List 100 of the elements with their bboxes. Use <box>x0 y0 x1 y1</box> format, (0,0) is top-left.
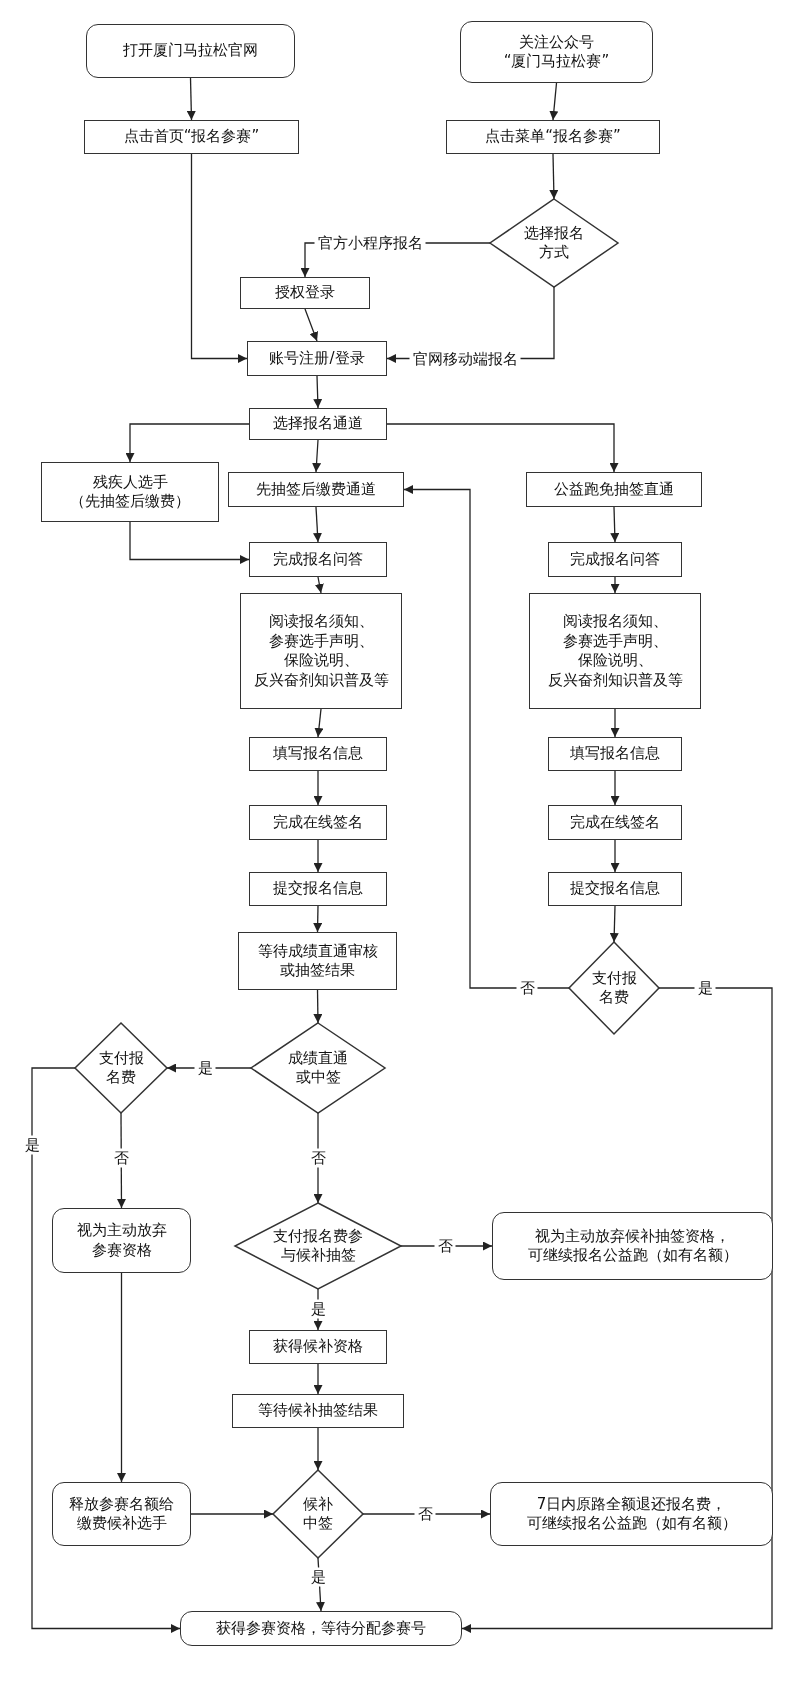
process-box <box>84 120 299 154</box>
process-box <box>228 472 404 507</box>
connector-arrow <box>313 1363 323 1395</box>
process-box <box>238 932 397 990</box>
rounded-box <box>52 1208 191 1273</box>
connector-arrow <box>313 770 323 806</box>
decision-diamond <box>273 1470 363 1558</box>
connector-arrow <box>549 153 559 200</box>
process-box <box>548 872 682 906</box>
edge-label: 是 <box>194 1058 216 1078</box>
process-box <box>249 542 387 577</box>
connector-arrow <box>117 1272 126 1483</box>
edge-label: 否 <box>516 978 538 998</box>
rounded-box <box>86 24 295 78</box>
process-box <box>249 737 387 771</box>
connector-arrow <box>461 987 773 1633</box>
box-text: 授权登录 <box>275 283 335 303</box>
connector-arrow <box>313 839 323 873</box>
process-box <box>232 1394 404 1428</box>
connector-arrow <box>610 839 620 873</box>
connector-arrow <box>610 708 620 738</box>
connector-arrow <box>609 905 619 943</box>
connector-arrow <box>190 1509 274 1519</box>
box-text: 公益跑免抽签直通 <box>554 479 674 500</box>
box-text: 阅读报名须知、参赛选手声明、保险说明、反兴奋剂知识普及等 <box>546 612 684 690</box>
connector-arrow <box>549 82 559 121</box>
connector-arrow <box>125 423 250 463</box>
connector-arrow <box>313 375 323 409</box>
connector-arrow <box>313 989 323 1024</box>
rounded-box <box>490 1482 773 1546</box>
box-text: 先抽签后缴费通道 <box>256 479 376 500</box>
box-text: 提交报名信息 <box>273 879 363 899</box>
process-box <box>548 805 682 840</box>
box-text: 7日内原路全额退还报名费，可继续报名公益跑（如有名额） <box>525 1494 738 1534</box>
connector-arrow <box>403 485 570 989</box>
connector-arrow <box>400 1241 493 1251</box>
process-box <box>249 872 387 906</box>
edge-label: 否 <box>434 1236 456 1256</box>
box-text: 选择报名方式 <box>523 223 585 263</box>
connector-arrow <box>386 423 619 473</box>
box-text: 支付报名费 <box>97 1048 145 1088</box>
box-text: “厦门马拉松赛” <box>503 52 610 72</box>
connector-arrow <box>610 770 620 806</box>
box-text: 获得参赛资格，等待分配参赛号 <box>216 1618 426 1639</box>
process-box <box>548 737 682 771</box>
box-text: 成绩直通或中签 <box>287 1048 349 1088</box>
connector-arrow <box>314 576 324 594</box>
decision-diamond <box>75 1023 167 1113</box>
box-text: 获得候补资格 <box>273 1337 363 1357</box>
rounded-box <box>52 1482 191 1546</box>
edge-label: 是 <box>694 978 716 998</box>
connector-arrow <box>129 521 250 564</box>
rounded-box <box>180 1611 462 1646</box>
box-text: 释放参赛名额给缴费候补选手 <box>68 1494 175 1534</box>
box-text: 点击首页“报名参赛” <box>123 127 260 147</box>
decision-diamond <box>235 1203 401 1289</box>
connector-arrow <box>313 1112 323 1204</box>
box-text: 残疾人选手（先抽签后缴费） <box>69 472 191 512</box>
box-text: 完成报名问答 <box>273 549 363 570</box>
process-box <box>249 805 387 840</box>
box-text: 等待成绩直通审核或抽签结果 <box>256 941 379 981</box>
box-text: 完成在线签名 <box>570 812 660 833</box>
connector-arrow <box>313 905 323 933</box>
box-text: 填写报名信息 <box>273 744 363 764</box>
process-box <box>446 120 660 154</box>
box-text: 完成在线签名 <box>273 812 363 833</box>
process-box <box>529 593 701 709</box>
edge-label: 官方小程序报名 <box>314 233 426 253</box>
process-box <box>240 277 370 309</box>
connector-arrow <box>304 308 319 342</box>
decision-diamond <box>490 199 618 287</box>
box-text: 打开厦门马拉松官网 <box>123 41 258 61</box>
box-text: 点击菜单“报名参赛” <box>485 127 621 147</box>
process-box <box>249 1330 387 1364</box>
box-text: 支付报名费参与候补抽签 <box>272 1226 364 1266</box>
connector-arrow <box>186 77 196 121</box>
connector-arrow <box>313 506 322 543</box>
box-text: 关注公众号 <box>519 32 594 52</box>
box-text: 视为主动放弃候补抽签资格，可继续报名公益跑（如有名额） <box>526 1226 739 1266</box>
box-text: 填写报名信息 <box>570 744 660 764</box>
connector-arrow <box>190 153 248 363</box>
connector-arrow <box>610 576 620 594</box>
connector-arrow <box>314 708 324 738</box>
box-text: 选择报名通道 <box>273 414 363 434</box>
edge-label: 官网移动端报名 <box>409 349 521 368</box>
rounded-box <box>460 21 653 83</box>
connector-arrow <box>313 1427 323 1471</box>
process-box <box>249 408 387 440</box>
decision-diamond <box>569 942 659 1034</box>
process-box <box>240 593 402 709</box>
connector-arrow <box>31 1067 181 1633</box>
box-text: 视为主动放弃参赛资格 <box>75 1221 168 1260</box>
box-text: 阅读报名须知、参赛选手声明、保险说明、反兴奋剂知识普及等 <box>252 612 390 690</box>
edge-label: 否 <box>414 1504 436 1524</box>
connector-arrow <box>312 439 322 473</box>
connector-arrow <box>610 506 620 543</box>
process-box <box>526 472 702 507</box>
box-text: 等待候补抽签结果 <box>258 1401 378 1421</box>
process-box <box>247 341 387 376</box>
connector-arrow <box>362 1509 491 1519</box>
